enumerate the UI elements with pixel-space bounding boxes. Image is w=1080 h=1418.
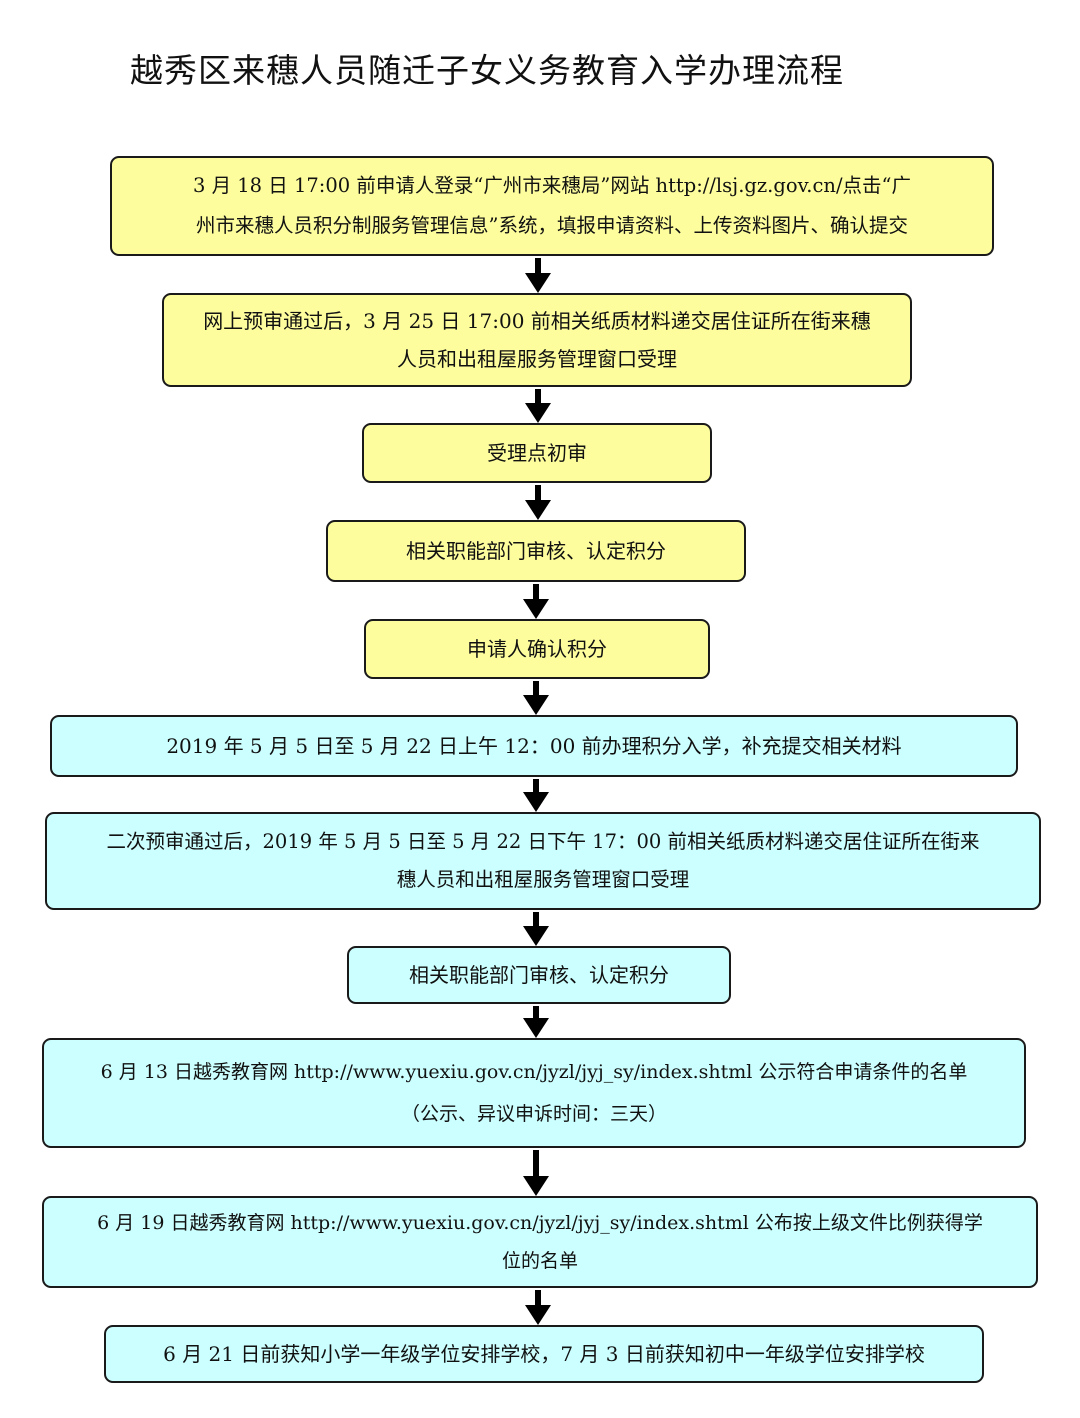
step-10-line-2: 位的名单 (501, 1250, 578, 1272)
arrow-down-icon (523, 584, 549, 619)
step-3-line-1: 受理点初审 (487, 441, 587, 465)
step-2-box: 网上预审通过后，3 月 25 日 17:00 前相关纸质材料递交居住证所在街来穗… (162, 293, 912, 387)
arrow-down-icon (525, 485, 551, 520)
step-9-line-1: 6 月 13 日越秀教育网 http://www.yuexiu.gov.cn/j… (100, 1061, 968, 1083)
step-1-box: 3 月 18 日 17:00 前申请人登录“广州市来穗局”网站 http://l… (110, 156, 994, 256)
step-5-line-1: 申请人确认积分 (467, 637, 607, 661)
step-11-box: 6 月 21 日前获知小学一年级学位安排学校，7 月 3 日前获知初中一年级学位… (104, 1325, 984, 1383)
arrow-down-icon (523, 912, 549, 946)
step-8-line-1: 相关职能部门审核、认定积分 (409, 963, 669, 987)
arrow-down-icon (523, 1150, 549, 1196)
step-7-line-1: 二次预审通过后，2019 年 5 月 5 日至 5 月 22 日下午 17：00… (106, 830, 980, 853)
step-2-line-1: 网上预审通过后，3 月 25 日 17:00 前相关纸质材料递交居住证所在街来穗 (203, 309, 871, 333)
step-3-box: 受理点初审 (362, 423, 712, 483)
step-10-line-1: 6 月 19 日越秀教育网 http://www.yuexiu.gov.cn/j… (97, 1212, 983, 1234)
arrow-down-icon (523, 1006, 549, 1038)
step-4-line-1: 相关职能部门审核、认定积分 (406, 539, 666, 563)
step-7-line-2: 穗人员和出租屋服务管理窗口受理 (396, 868, 690, 891)
step-4-box: 相关职能部门审核、认定积分 (326, 520, 746, 582)
arrow-down-icon (523, 779, 549, 812)
page-title: 越秀区来穗人员随迁子女义务教育入学办理流程 (130, 51, 844, 90)
step-2-line-2: 人员和出租屋服务管理窗口受理 (397, 347, 677, 371)
arrow-down-icon (525, 1290, 551, 1325)
arrow-down-icon (525, 258, 551, 293)
step-6-box: 2019 年 5 月 5 日至 5 月 22 日上午 12：00 前办理积分入学… (50, 715, 1018, 777)
step-10-box: 6 月 19 日越秀教育网 http://www.yuexiu.gov.cn/j… (42, 1196, 1038, 1288)
step-5-box: 申请人确认积分 (364, 619, 710, 679)
step-8-box: 相关职能部门审核、认定积分 (347, 946, 731, 1004)
step-9-line-2: （公示、异议申诉时间：三天） (400, 1103, 667, 1125)
arrow-down-icon (523, 681, 549, 715)
step-1-line-2: 州市来穗人员积分制服务管理信息”系统，填报申请资料、上传资料图片、确认提交 (196, 214, 908, 237)
step-7-box: 二次预审通过后，2019 年 5 月 5 日至 5 月 22 日下午 17：00… (45, 812, 1041, 910)
step-6-line-1: 2019 年 5 月 5 日至 5 月 22 日上午 12：00 前办理积分入学… (166, 734, 902, 758)
step-1-line-1: 3 月 18 日 17:00 前申请人登录“广州市来穗局”网站 http://l… (192, 174, 912, 197)
step-11-line-1: 6 月 21 日前获知小学一年级学位安排学校，7 月 3 日前获知初中一年级学位… (163, 1342, 925, 1366)
arrow-down-icon (525, 389, 551, 423)
step-9-box: 6 月 13 日越秀教育网 http://www.yuexiu.gov.cn/j… (42, 1038, 1026, 1148)
